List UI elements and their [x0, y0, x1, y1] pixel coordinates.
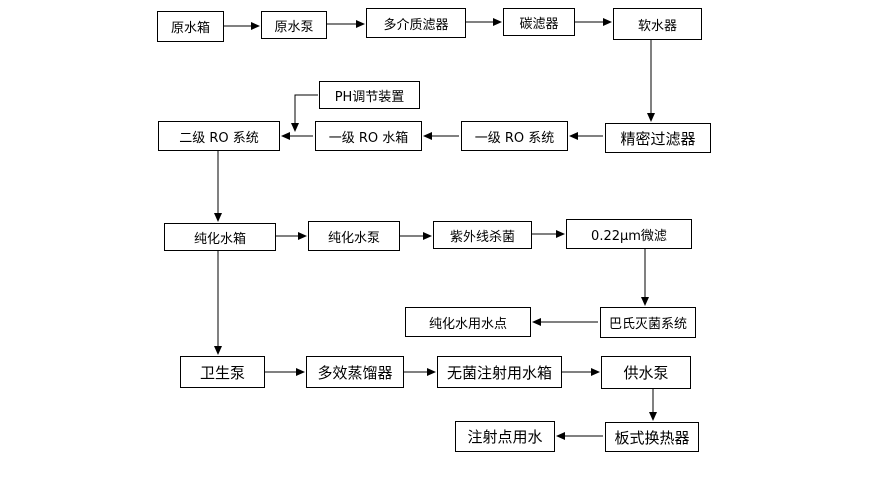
node-secondary-ro: 二级 RO 系统 — [158, 121, 280, 151]
node-purified-use-point: 纯化水用水点 — [405, 307, 531, 337]
node-uv-sterilizer: 紫外线杀菌 — [433, 221, 532, 249]
node-purified-tank: 纯化水箱 — [164, 223, 276, 251]
node-multi-effect-still: 多效蒸馏器 — [306, 356, 404, 388]
node-purified-pump: 纯化水泵 — [308, 221, 400, 251]
node-primary-ro-tank: 一级 RO 水箱 — [315, 121, 422, 151]
arrow-ph-adjust-to-secondary-ro — [291, 94, 318, 132]
node-softener: 软水器 — [613, 8, 702, 40]
node-micro-filter: 0.22μm微滤 — [566, 219, 692, 249]
node-plate-exchanger: 板式换热器 — [605, 422, 699, 452]
node-wfi-tank: 无菌注射用水箱 — [437, 356, 562, 388]
node-precision-filter: 精密过滤器 — [605, 123, 711, 153]
node-pasteur-system: 巴氏灭菌系统 — [600, 307, 696, 338]
node-primary-ro: 一级 RO 系统 — [461, 121, 568, 151]
node-wfi-use-point: 注射点用水 — [455, 421, 555, 452]
node-raw-tank: 原水箱 — [157, 11, 224, 42]
node-ph-adjust: PH调节装置 — [319, 81, 420, 109]
node-multi-media-filter: 多介质滤器 — [366, 8, 466, 38]
node-raw-pump: 原水泵 — [261, 11, 327, 39]
node-sanitary-pump: 卫生泵 — [180, 356, 265, 388]
node-supply-pump: 供水泵 — [601, 356, 691, 389]
node-carbon-filter: 碳滤器 — [503, 8, 575, 36]
